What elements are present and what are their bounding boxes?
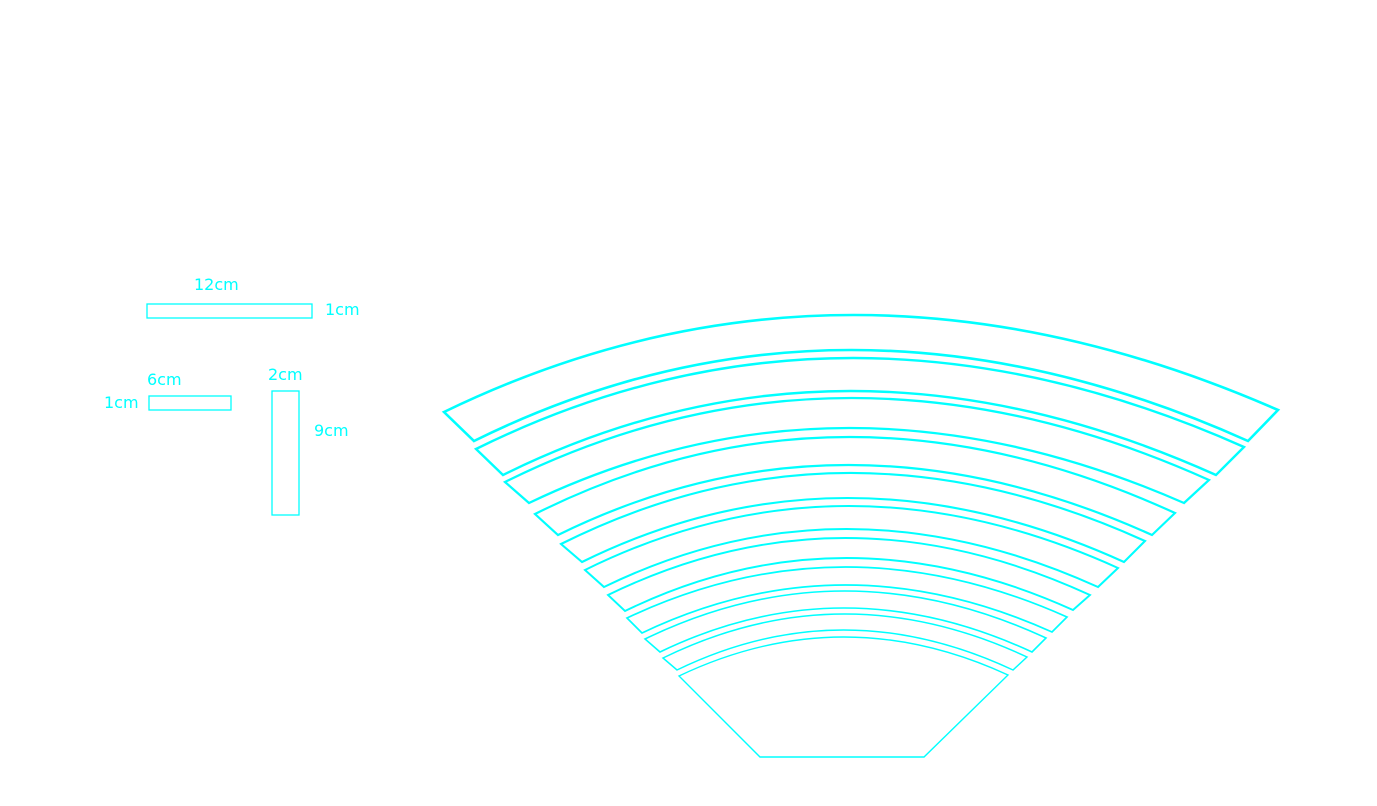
piece-6x1: 6cm 1cm <box>104 370 232 412</box>
piece-12x1: 12cm 1cm <box>146 275 360 319</box>
arc-band-9 <box>643 590 1048 653</box>
dimension-label-width: 12cm <box>194 275 239 294</box>
arc-band-7 <box>606 537 1092 613</box>
piece-2x9: 2cm 9cm <box>268 365 349 516</box>
arc-band-2 <box>473 356 1247 477</box>
arc-band-8 <box>625 566 1069 635</box>
arc-fan-assembly <box>441 313 1281 758</box>
arc-band-4 <box>533 435 1177 537</box>
dimension-label-width: 6cm <box>147 370 182 389</box>
dimension-label-width: 2cm <box>268 365 303 384</box>
arc-band-5 <box>559 471 1147 564</box>
arc-band-10 <box>661 613 1029 671</box>
rectangle-2cm-by-9cm <box>271 390 300 516</box>
fan-base-piece <box>677 636 1010 758</box>
arc-band-3 <box>502 396 1212 505</box>
rectangle-6cm-by-1cm <box>148 395 232 411</box>
dimension-label-height: 1cm <box>104 393 139 412</box>
arc-band-1 <box>441 313 1281 443</box>
dimension-label-height: 1cm <box>325 300 360 319</box>
dimension-label-height: 9cm <box>314 421 349 440</box>
arc-band-6 <box>583 505 1120 589</box>
rectangle-12cm-by-1cm <box>146 303 313 319</box>
